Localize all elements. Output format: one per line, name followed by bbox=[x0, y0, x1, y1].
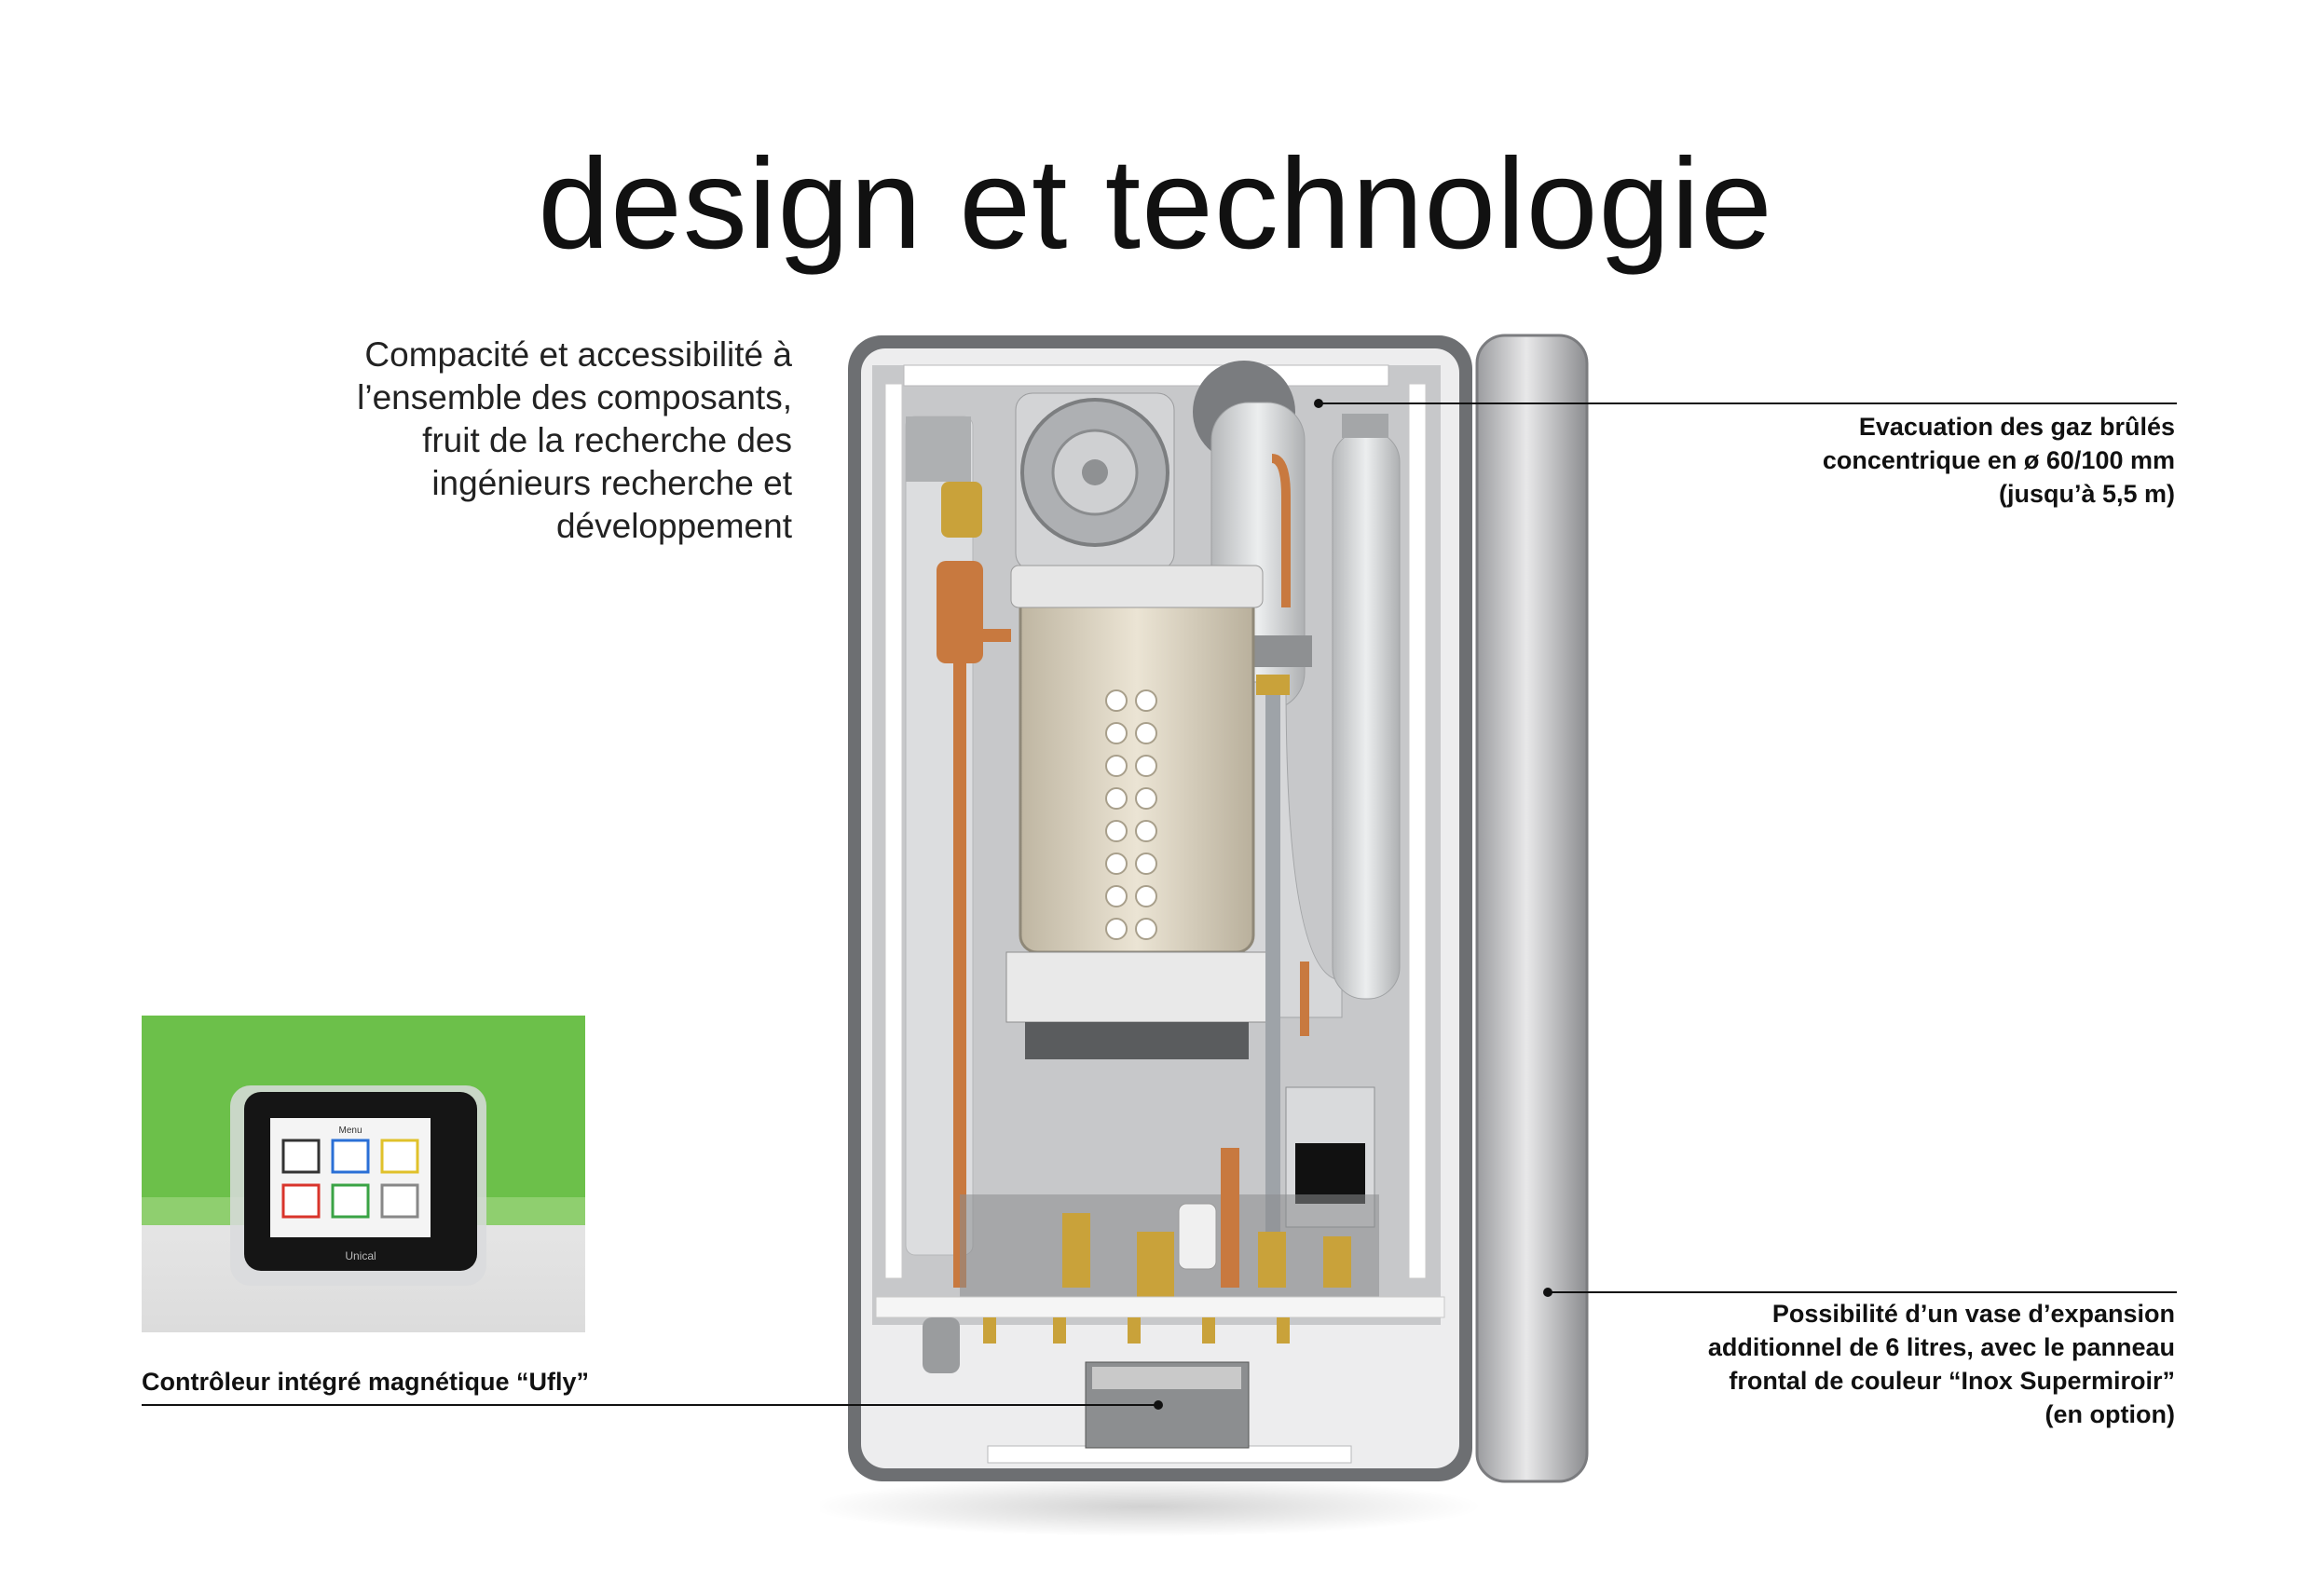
expansion-vessel bbox=[1332, 430, 1401, 1000]
flue-leader-line bbox=[1318, 402, 2177, 404]
expansion-callout-line: additionnel de 6 litres, avec le panneau bbox=[1707, 1333, 2175, 1361]
mirror-front-panel bbox=[1475, 334, 1589, 1483]
intro-line: ingénieurs recherche et bbox=[431, 464, 792, 502]
heat-exchanger-holes bbox=[1105, 689, 1157, 940]
intro-text: Compacité et accessibilité à l’ensemble … bbox=[270, 334, 792, 548]
controller-brand: Unical bbox=[345, 1249, 376, 1262]
controller-callout: Contrôleur intégré magnétique “Ufly” bbox=[142, 1368, 590, 1396]
flue-callout-line: (jusqu’à 5,5 m) bbox=[1998, 480, 2175, 508]
expansion-callout-line: Possibilité d’un vase d’expansion bbox=[1771, 1300, 2175, 1328]
expansion-callout-line: frontal de couleur “Inox Supermiroir” bbox=[1729, 1367, 2175, 1395]
flue-leader-dot bbox=[1314, 399, 1323, 408]
flue-callout-line: Evacuation des gaz brûlés bbox=[1858, 413, 2175, 441]
intro-line: Compacité et accessibilité à bbox=[364, 335, 792, 374]
flue-callout: Evacuation des gaz brûlés concentrique e… bbox=[1690, 410, 2175, 511]
page-title: design et technologie bbox=[538, 132, 1773, 276]
expansion-callout-line: (en option) bbox=[2044, 1400, 2175, 1428]
expansion-leader-dot bbox=[1543, 1288, 1552, 1297]
controller-menu-label: Menu bbox=[338, 1125, 362, 1136]
intro-line: l’ensemble des composants, bbox=[357, 378, 792, 416]
expansion-leader-line bbox=[1547, 1291, 2177, 1293]
controller-photo: Menu Unical bbox=[142, 1016, 585, 1332]
intro-line: fruit de la recherche des bbox=[422, 421, 792, 459]
flue-callout-line: concentrique en ø 60/100 mm bbox=[1822, 446, 2175, 474]
intro-line: développement bbox=[555, 507, 792, 545]
expansion-callout: Possibilité d’un vase d’expansion additi… bbox=[1597, 1297, 2175, 1431]
ufly-controller: Menu Unical bbox=[230, 1085, 486, 1286]
boiler-illustration bbox=[820, 334, 1589, 1536]
controller-leader-line bbox=[142, 1404, 1157, 1406]
controller-leader-dot bbox=[1154, 1400, 1163, 1410]
